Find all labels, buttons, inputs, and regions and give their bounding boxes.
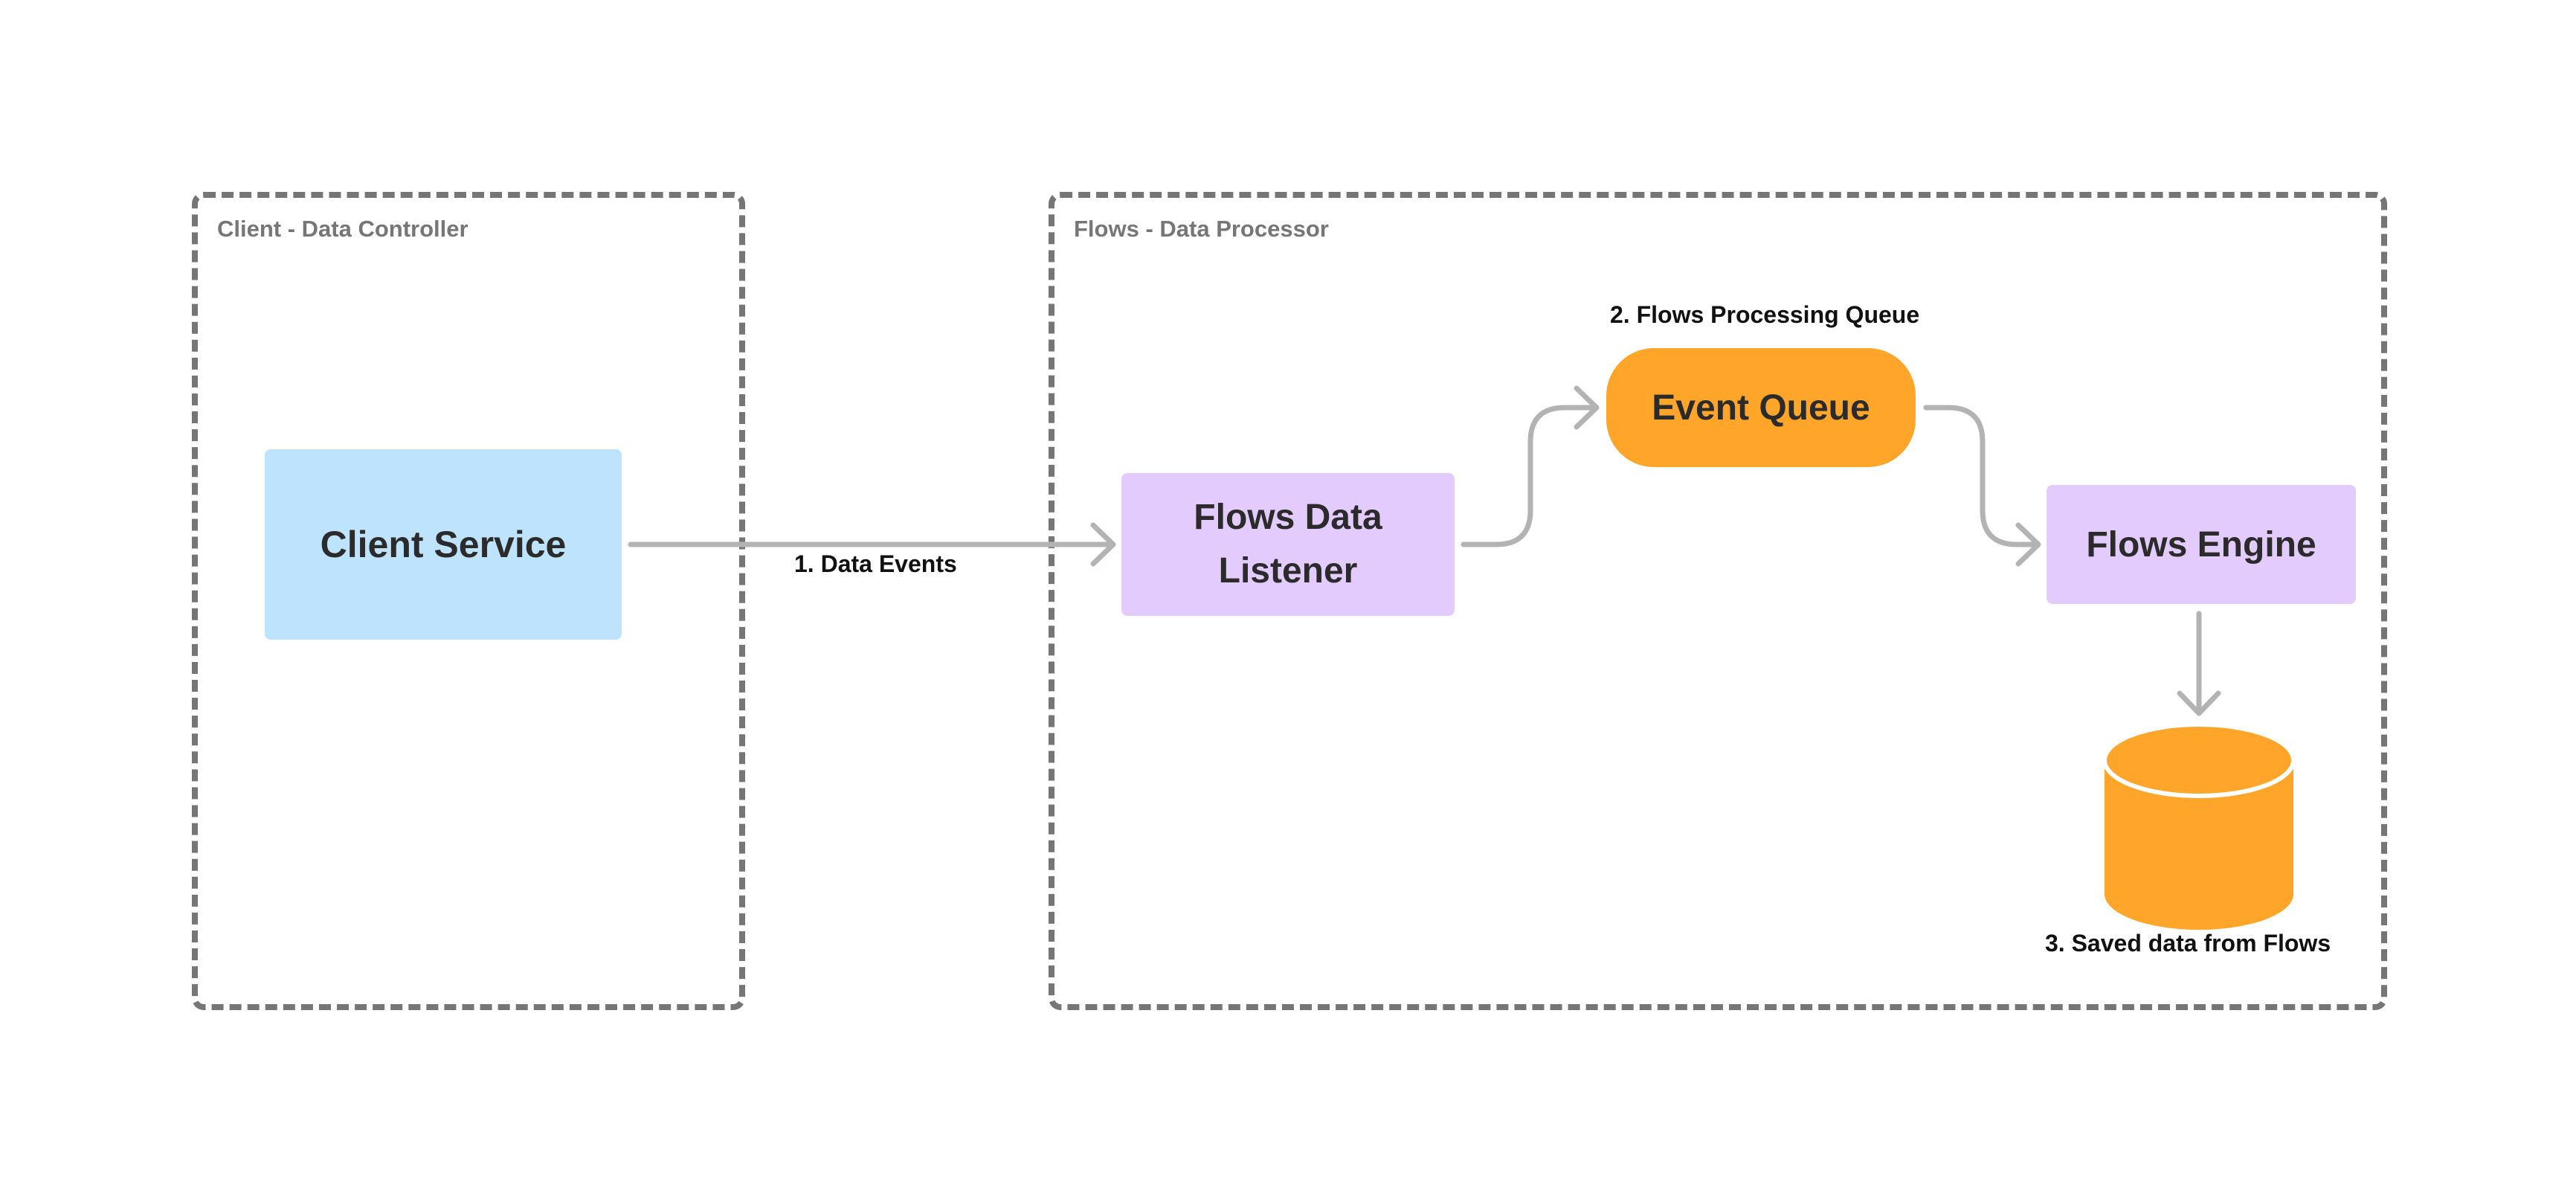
flows-engine-label: Flows Engine bbox=[2086, 524, 2316, 565]
queue-to-engine-arrowhead bbox=[2015, 522, 2041, 567]
engine-to-store-arrowhead bbox=[2177, 690, 2221, 716]
listener-to-queue-arrow bbox=[1461, 405, 1599, 547]
client-service-node: Client Service bbox=[265, 449, 622, 640]
client-group-frame bbox=[192, 192, 745, 1010]
saved-data-step-label: 3. Saved data from Flows bbox=[2045, 930, 2331, 957]
event-queue-label: Event Queue bbox=[1652, 388, 1870, 428]
flows-data-listener-label: Flows Data Listener bbox=[1194, 498, 1382, 591]
flows-data-listener-node: Flows Data Listener bbox=[1121, 473, 1455, 616]
client-service-label: Client Service bbox=[320, 524, 567, 565]
processing-queue-step-label: 2. Flows Processing Queue bbox=[1610, 301, 1920, 328]
data-events-step-label: 1. Data Events bbox=[794, 550, 957, 577]
event-queue-node: Event Queue bbox=[1606, 348, 1916, 467]
flows-engine-node: Flows Engine bbox=[2047, 485, 2356, 604]
queue-to-engine-arrow bbox=[1923, 405, 2041, 547]
listener-to-queue-arrowhead bbox=[1574, 385, 1600, 430]
flows-group-frame bbox=[1049, 192, 2387, 1010]
flows-group-label: Flows - Data Processor bbox=[1074, 216, 1329, 242]
data-events-arrowhead bbox=[1090, 522, 1116, 567]
database-cylinder-icon bbox=[2102, 722, 2296, 930]
client-group-label: Client - Data Controller bbox=[217, 216, 468, 242]
